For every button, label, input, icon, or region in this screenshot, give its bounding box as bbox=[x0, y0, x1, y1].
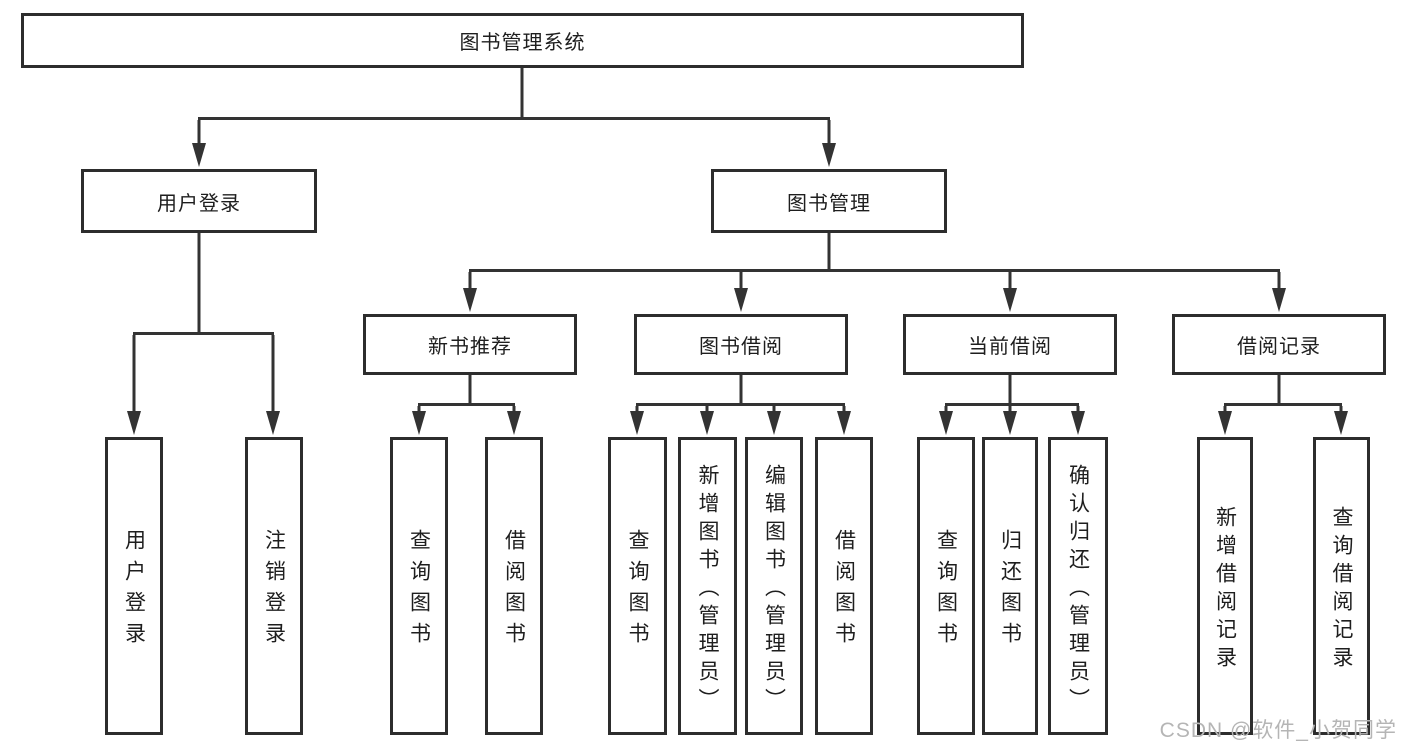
leaf-edit-books-admin: 编辑图书（管理员） bbox=[745, 437, 803, 735]
connector-arrowheads bbox=[127, 143, 1348, 435]
leaf-add-borrow-record: 新增借阅记录 bbox=[1197, 437, 1253, 735]
leaf-user-login: 用户登录 bbox=[105, 437, 163, 735]
node-borrowing-records: 借阅记录 bbox=[1172, 314, 1386, 375]
node-book-management: 图书管理 bbox=[711, 169, 947, 233]
leaf-logout: 注销登录 bbox=[245, 437, 303, 735]
leaf-add-books-admin: 新增图书（管理员） bbox=[678, 437, 737, 735]
node-library-management-system: 图书管理系统 bbox=[21, 13, 1024, 68]
node-current-borrowing: 当前借阅 bbox=[903, 314, 1117, 375]
leaf-query-books-2: 查询图书 bbox=[608, 437, 667, 735]
node-book-borrowing: 图书借阅 bbox=[634, 314, 848, 375]
leaf-confirm-return-admin: 确认归还（管理员） bbox=[1048, 437, 1108, 735]
leaf-return-books: 归还图书 bbox=[982, 437, 1038, 735]
node-new-book-recommendation: 新书推荐 bbox=[363, 314, 577, 375]
node-user-login: 用户登录 bbox=[81, 169, 317, 233]
csdn-watermark: CSDN @软件_小贺同学 bbox=[1159, 719, 1397, 742]
leaf-query-borrow-record: 查询借阅记录 bbox=[1313, 437, 1370, 735]
connector-paths bbox=[132, 66, 1343, 413]
leaf-query-books-3: 查询图书 bbox=[917, 437, 975, 735]
leaf-query-books-1: 查询图书 bbox=[390, 437, 448, 735]
leaf-borrow-books-2: 借阅图书 bbox=[815, 437, 873, 735]
leaf-borrow-books-1: 借阅图书 bbox=[485, 437, 543, 735]
